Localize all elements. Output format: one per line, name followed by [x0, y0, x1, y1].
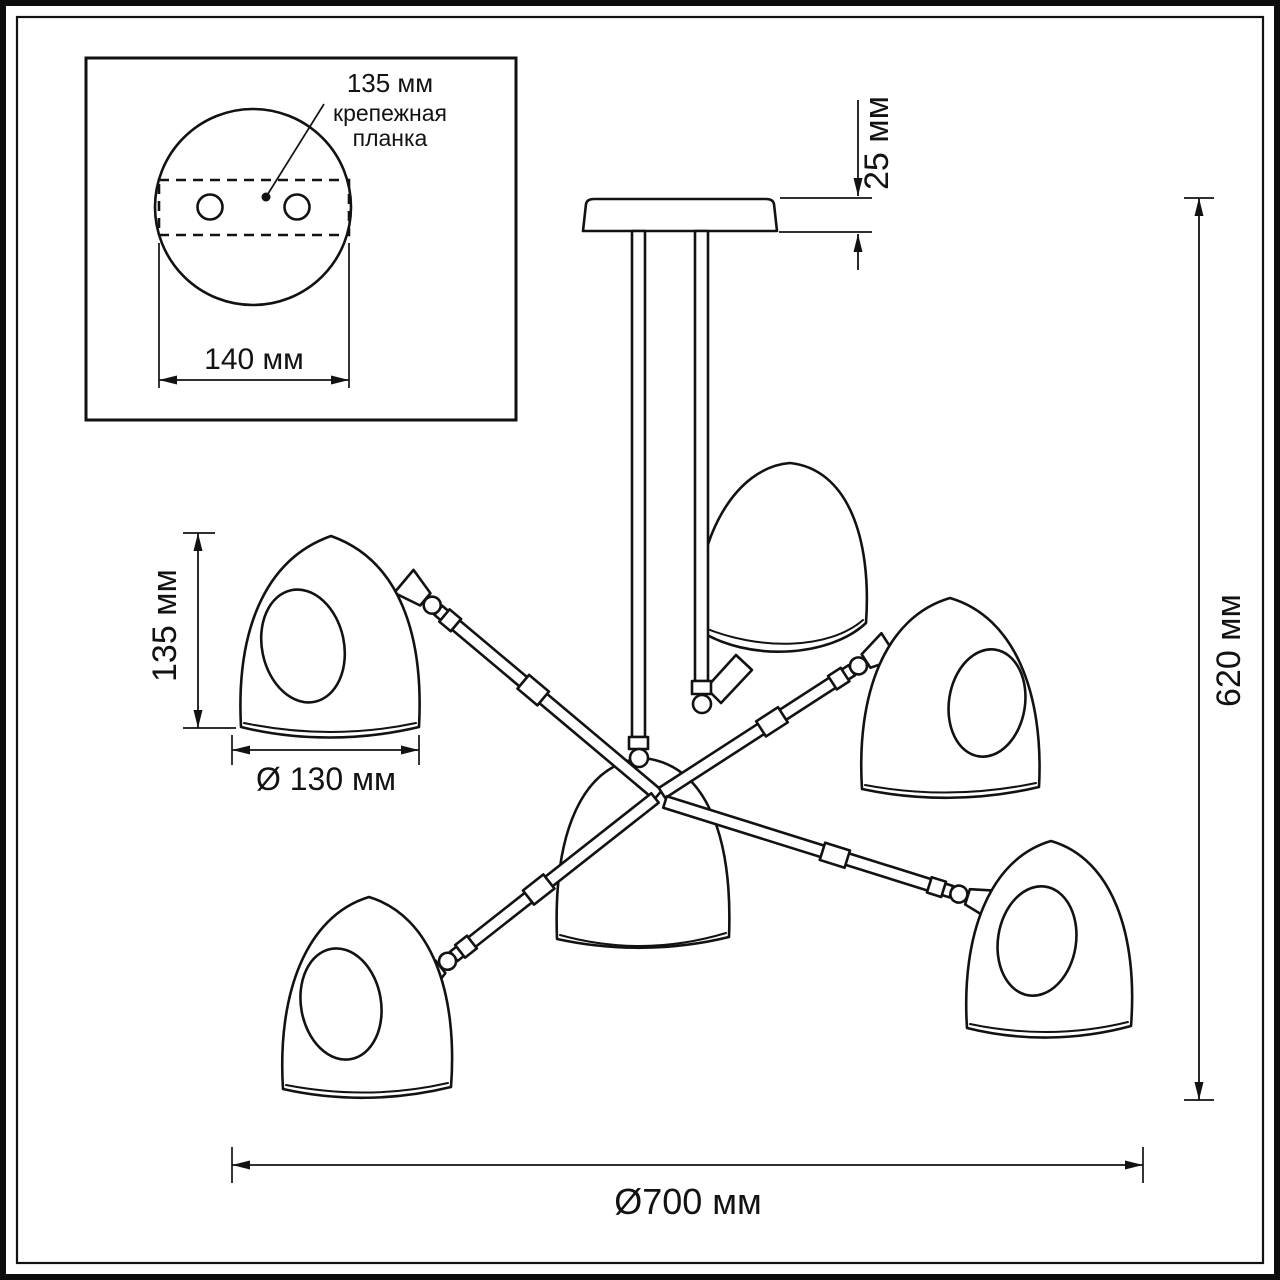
- rod-left-collar: [627, 735, 650, 751]
- arm-end-sleeve: [826, 666, 851, 691]
- dim-620-label: 620 мм: [1210, 594, 1248, 707]
- arm-end-sleeve: [437, 608, 463, 633]
- plate-offset-label: 135 мм: [347, 68, 433, 98]
- dim-overall-height: 620 мм: [1184, 197, 1248, 1101]
- arm-end-sleeve: [453, 934, 479, 959]
- screw-hole-right: [283, 193, 311, 221]
- leader-line: [265, 103, 325, 198]
- dim-700-label: Ø700 мм: [614, 1181, 762, 1222]
- shade-opening: [947, 648, 1027, 758]
- inner-border: [15, 15, 1265, 1265]
- rod-right: [693, 229, 710, 683]
- shade-left: [239, 534, 421, 739]
- shade-opening: [996, 885, 1078, 997]
- plate-name-line2: планка: [353, 125, 428, 151]
- dim-25-label: 25 мм: [858, 96, 896, 190]
- dim-130-label: Ø 130 мм: [256, 761, 396, 797]
- mounting-plate-inset: 135 мм крепежная планка 140 мм: [84, 56, 518, 422]
- shade-top: [695, 461, 869, 653]
- shade-connector-cone: [704, 653, 754, 705]
- arm-sleeve: [516, 673, 551, 707]
- arm-lower-right: [661, 794, 1000, 921]
- shade-bottom-right: [964, 839, 1134, 1039]
- plate-name-line1: крепежная: [333, 100, 447, 126]
- ceiling-canopy: [581, 197, 779, 233]
- rod-right-hinge: [691, 693, 713, 715]
- shade-bottom-left: [280, 895, 454, 1100]
- arm-sleeve: [818, 841, 852, 870]
- dim-overall-diameter: Ø700 мм: [231, 1147, 1144, 1222]
- rod-left-hinge: [628, 747, 650, 769]
- dim-plate-width: 140 мм: [158, 243, 350, 388]
- mounting-plate-dashed-outline: [157, 178, 351, 237]
- shade-connector-cone: [392, 568, 432, 607]
- arm-sleeve: [521, 873, 556, 906]
- shade-top-rim: [699, 619, 864, 645]
- dim-135-label: 135 мм: [146, 569, 184, 682]
- arm-end-sleeve: [925, 875, 948, 899]
- rod-right-collar: [690, 679, 713, 696]
- dim-shade-diameter: Ø 130 мм: [231, 735, 420, 797]
- shade-opening: [299, 947, 383, 1061]
- shade-opening: [259, 588, 347, 704]
- arm-sleeve: [754, 705, 790, 738]
- dim-canopy-height: 25 мм: [779, 96, 896, 270]
- dim-140-label: 140 мм: [204, 343, 304, 376]
- shade-rim: [969, 1021, 1129, 1034]
- dim-shade-height: 135 мм: [146, 532, 236, 729]
- screw-hole-left: [196, 193, 224, 221]
- shade-right: [859, 596, 1041, 800]
- shade-center-rim: [559, 932, 727, 947]
- shade-rim: [243, 722, 417, 733]
- rod-left: [630, 229, 647, 739]
- shade-rim: [285, 1082, 449, 1094]
- shade-rim: [864, 782, 1037, 794]
- arm-upper-left: [392, 568, 664, 801]
- ceiling-cup-circle: [153, 107, 353, 307]
- chandelier-drawing: [239, 197, 1134, 1100]
